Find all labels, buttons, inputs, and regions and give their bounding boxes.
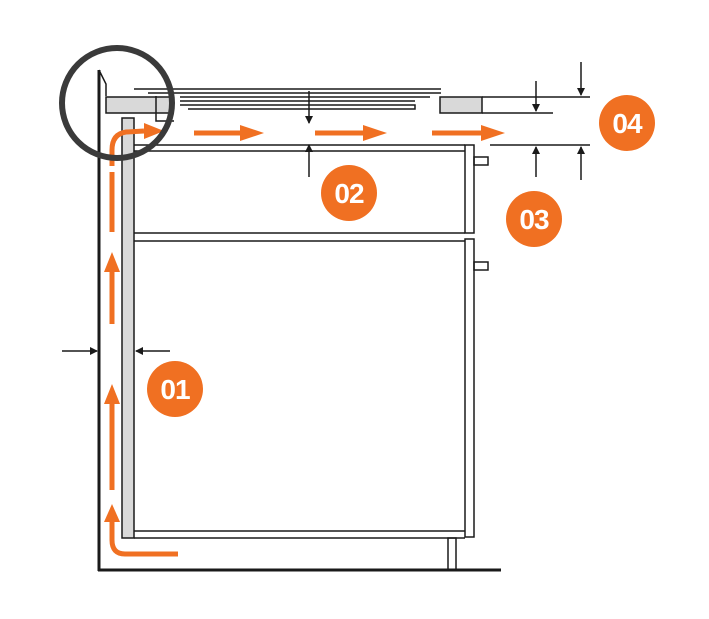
airflow-arrow-icon [109, 128, 145, 166]
badge-02-label: 02 [334, 178, 364, 209]
airflow-arrows [104, 123, 505, 557]
lower-drawer-handle [473, 261, 489, 271]
badge-01-circle [147, 361, 203, 417]
badge-04: 04 [599, 95, 655, 151]
drawers [134, 144, 489, 571]
airflow-arrow-icon [109, 520, 178, 557]
cabinet-foot [447, 537, 457, 571]
detail-zoom-circle [59, 45, 175, 161]
worktop-assembly [98, 69, 483, 122]
dimension-markers [62, 62, 590, 355]
lower-drawer-front [464, 238, 475, 538]
badge-02: 02 [321, 165, 377, 221]
upper-drawer-front [464, 144, 475, 234]
airflow-arrow-icon [104, 384, 120, 404]
hob-body [180, 104, 416, 110]
worktop-left-block [105, 96, 172, 114]
badge-03: 03 [506, 191, 562, 247]
badge-03-label: 03 [519, 204, 549, 235]
airflow-arrow-icon [104, 504, 120, 522]
badge-04-label: 04 [612, 108, 643, 139]
airflow-arrow-icon [363, 125, 387, 141]
badge-01: 01 [147, 361, 203, 417]
airflow-arrow-icon [144, 123, 164, 139]
badge-03-circle [506, 191, 562, 247]
upper-drawer-handle [473, 156, 489, 166]
airflow-arrow-icon [240, 125, 264, 141]
wall-bracket [98, 69, 107, 96]
badge-04-circle [599, 95, 655, 151]
cabinet-side-panel [121, 117, 135, 539]
airflow-arrow-icon [481, 125, 505, 141]
badge-01-label: 01 [160, 374, 190, 405]
badge-02-circle [321, 165, 377, 221]
worktop-right-block [439, 96, 483, 114]
airflow-arrow-icon [104, 252, 120, 272]
